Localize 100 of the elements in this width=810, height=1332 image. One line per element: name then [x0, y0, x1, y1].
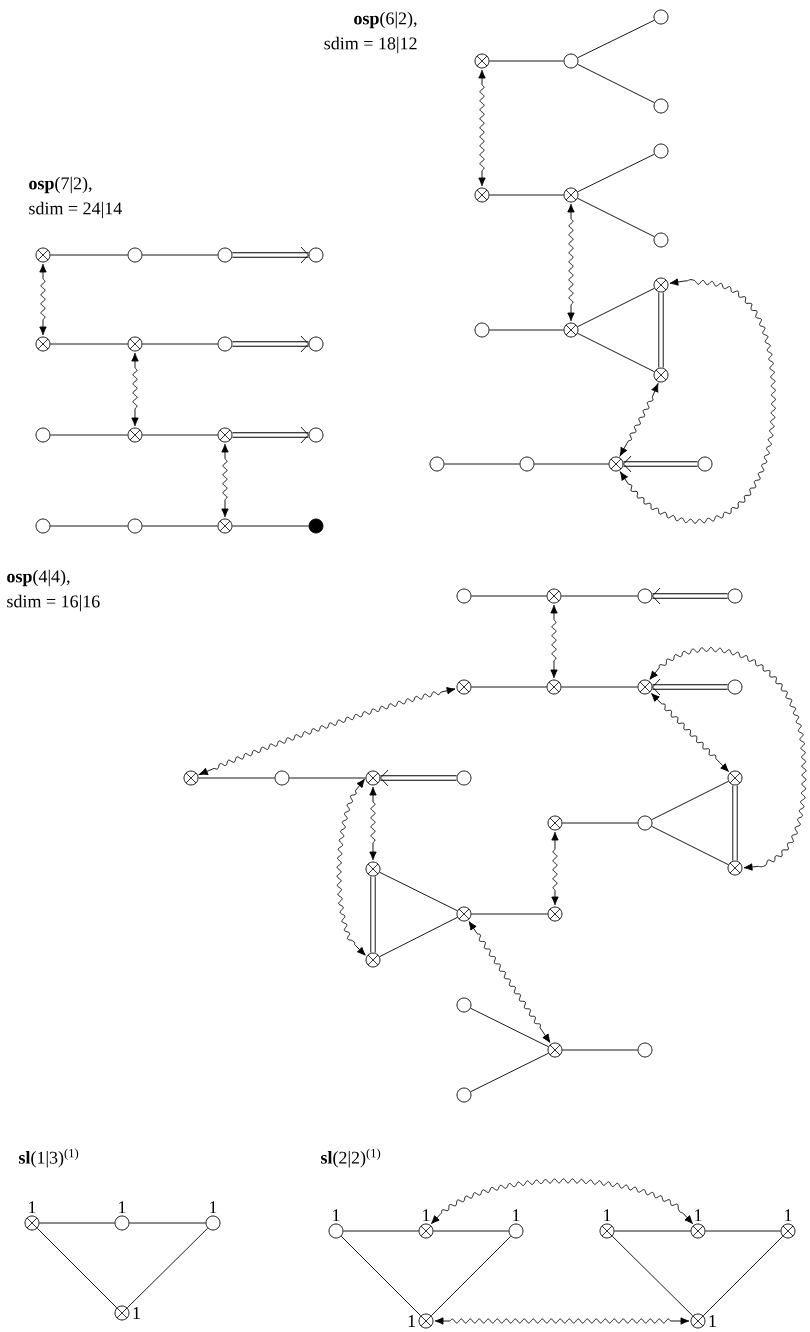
circle: [653, 98, 669, 114]
crossed-circle: [637, 679, 653, 695]
circle: [456, 588, 472, 604]
circle: [653, 143, 669, 159]
line: [126, 1227, 209, 1309]
crossed-circle: [653, 367, 669, 383]
node-label: 1: [513, 1209, 520, 1222]
crossed-circle: [217, 427, 233, 443]
diagram-heading: osp(7|2),: [29, 176, 92, 194]
diagram-heading: sdim = 16|16: [7, 594, 100, 612]
wavy-arrow: [39, 263, 47, 336]
circle: [217, 247, 233, 263]
node-label: 1: [695, 1209, 702, 1222]
circle: [697, 456, 713, 472]
node-label: 1: [423, 1209, 430, 1222]
wavy-arrow: [478, 69, 486, 187]
circle: [274, 770, 290, 786]
crossed-circle: [35, 336, 51, 352]
circle: [727, 679, 743, 695]
crossed-circle: [546, 679, 562, 695]
circle: [308, 427, 324, 443]
line: [142, 254, 218, 256]
line: [232, 525, 309, 527]
diagram-heading: sl(2|2)$^{(1)}$: [321, 1148, 381, 1168]
wavy-arrow: [468, 921, 551, 1043]
circle: [727, 588, 743, 604]
crossed-circle: [546, 588, 562, 604]
line: [444, 463, 520, 465]
wavy-arrow: [431, 1178, 694, 1225]
line: [36, 1227, 118, 1309]
circle: [456, 997, 472, 1013]
line: [651, 825, 729, 866]
wavy-arrow: [221, 443, 229, 518]
line: [198, 777, 275, 779]
wavy-arrow: [434, 1317, 690, 1325]
circle: [308, 336, 324, 352]
line: [705, 1230, 781, 1232]
wavy-arrow: [336, 778, 366, 956]
double-line: [370, 876, 376, 953]
wavy-arrow: [619, 383, 659, 457]
line: [577, 63, 655, 104]
circle: [653, 9, 669, 25]
line: [142, 343, 218, 345]
circle: [308, 247, 324, 263]
line: [562, 1049, 638, 1051]
diagram-heading: sdim = 24|14: [29, 201, 122, 219]
double-arrow: [652, 587, 728, 605]
circle: [637, 815, 653, 831]
line: [561, 686, 638, 688]
circle: [35, 518, 51, 534]
circle: [456, 770, 472, 786]
line: [433, 1230, 509, 1232]
line: [489, 329, 564, 331]
line: [471, 913, 548, 915]
crossed-circle: [608, 456, 624, 472]
line: [577, 332, 655, 373]
double-arrow: [652, 678, 728, 696]
line: [561, 595, 638, 597]
line: [142, 434, 218, 436]
crossed-circle: [365, 770, 381, 786]
circle: [127, 247, 143, 263]
crossed-circle: [474, 187, 490, 203]
crossed-circle: [563, 322, 579, 338]
line: [534, 463, 609, 465]
wavy-arrow: [550, 604, 558, 679]
wavy-arrow: [131, 352, 139, 427]
diagram-heading: osp(4|4),: [7, 569, 70, 587]
node-label: 1: [408, 1315, 416, 1327]
line: [471, 595, 547, 597]
line: [50, 434, 128, 436]
line: [470, 1007, 549, 1048]
double-arrow: [623, 455, 698, 473]
filled-circle: [308, 518, 324, 534]
circle: [127, 518, 143, 534]
node-label: 1: [210, 1201, 217, 1214]
line: [562, 822, 638, 824]
wavy-arrow: [369, 786, 377, 861]
double-line: [658, 292, 664, 368]
double-arrow: [232, 246, 309, 264]
line: [129, 1222, 206, 1224]
crossed-circle: [563, 187, 579, 203]
line: [470, 1052, 549, 1093]
diagram-heading: sl(1|3)$^{(1)}$: [19, 1148, 79, 1168]
circle: [429, 456, 445, 472]
wavy-arrow: [199, 687, 456, 775]
circle: [653, 232, 669, 248]
line: [50, 525, 128, 527]
line: [614, 1230, 691, 1232]
double-arrow: [232, 335, 309, 353]
line: [577, 287, 655, 328]
line: [577, 197, 655, 238]
crossed-circle: [727, 860, 743, 876]
line: [702, 1235, 784, 1317]
line: [340, 1235, 422, 1317]
circle: [637, 1042, 653, 1058]
crossed-circle: [547, 1042, 563, 1058]
line: [430, 1235, 512, 1317]
line: [39, 1222, 115, 1224]
wavy-arrow: [651, 693, 729, 772]
line: [489, 60, 564, 62]
